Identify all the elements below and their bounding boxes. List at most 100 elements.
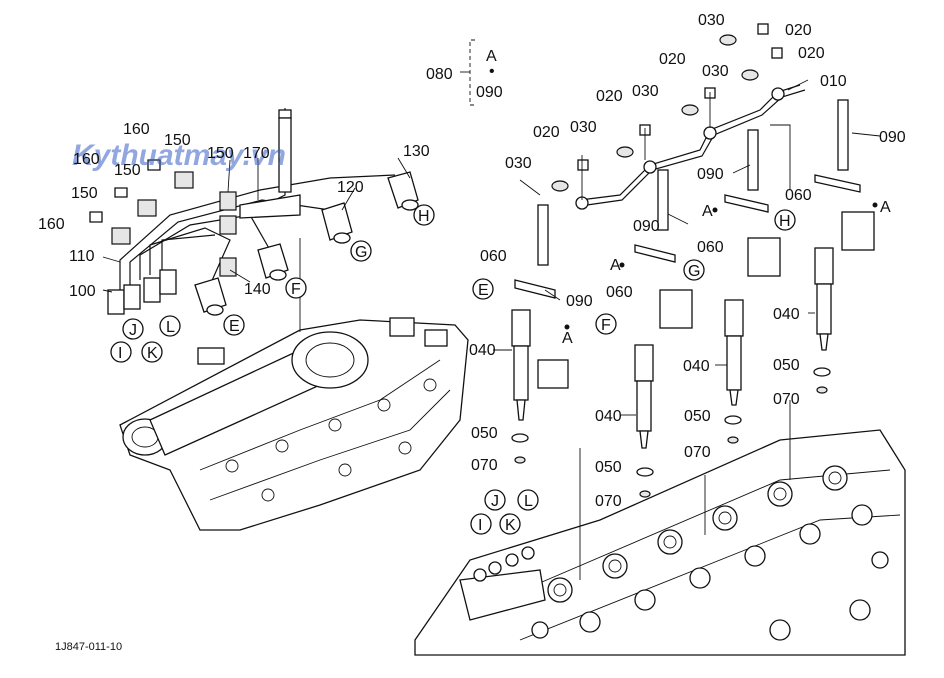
marker-a: A: [562, 330, 573, 347]
part-label: 070: [471, 457, 498, 474]
svg-text:G: G: [688, 263, 700, 280]
svg-text:E: E: [229, 318, 240, 335]
part-label: 120: [337, 179, 364, 196]
svg-text:I: I: [118, 345, 122, 362]
intake-manifold: [119, 317, 469, 531]
ref-circle: J: [484, 489, 506, 511]
part-label: 050: [684, 408, 711, 425]
part-label: 040: [683, 358, 710, 375]
part-label: 140: [244, 281, 271, 298]
plug-terminals: [107, 171, 419, 316]
part-label: 020: [659, 51, 686, 68]
svg-text:J: J: [129, 322, 137, 339]
ref-circle: E: [223, 314, 245, 336]
part-label: 160: [123, 121, 150, 138]
ref-circle: G: [683, 259, 705, 281]
part-label: 150: [207, 145, 234, 162]
part-label: 090: [697, 166, 724, 183]
part-label: 030: [570, 119, 597, 136]
part-label: 170: [243, 145, 270, 162]
ref-circle: K: [499, 513, 521, 535]
part-label: 030: [505, 155, 532, 172]
part-label: 100: [69, 283, 96, 300]
part-label: 060: [785, 187, 812, 204]
part-label: 050: [595, 459, 622, 476]
legend-bracket: [460, 39, 475, 106]
drawing-number: 1J847-011-10: [55, 641, 122, 653]
part-label: 130: [403, 143, 430, 160]
part-label: 020: [785, 22, 812, 39]
part-label: 020: [798, 45, 825, 62]
ref-circle: H: [413, 204, 435, 226]
svg-text:L: L: [524, 493, 533, 510]
part-label: 110: [69, 248, 95, 265]
part-label: 020: [533, 124, 560, 141]
part-label: 090: [633, 218, 660, 235]
a-markers-text: A A A A: [562, 199, 891, 347]
part-label: 030: [632, 83, 659, 100]
svg-text:E: E: [478, 282, 489, 299]
ref-circle: I: [470, 513, 492, 535]
ref-circle: G: [350, 240, 372, 262]
svg-text:L: L: [166, 319, 175, 336]
part-label: 150: [114, 162, 141, 179]
circled-refs: H G F E I J K L E F G H I J K L: [110, 204, 796, 535]
svg-text:F: F: [601, 317, 611, 334]
part-label: 070: [684, 444, 711, 461]
part-label: 030: [698, 12, 725, 29]
ref-circle: J: [122, 318, 144, 340]
svg-text:J: J: [491, 493, 499, 510]
part-label: 090: [566, 293, 593, 310]
part-label: 040: [469, 342, 496, 359]
connection-markers: [564, 202, 878, 330]
watermark: Kythuatmay.vn: [72, 139, 286, 172]
part-label: 060: [606, 284, 633, 301]
part-label: 060: [697, 239, 724, 256]
legend-top: A: [486, 48, 497, 65]
part-label: 070: [773, 391, 800, 408]
glow-plug-lead-harness: [119, 108, 396, 290]
ref-circle: I: [110, 341, 132, 363]
glow-plug-connector-bar: [575, 84, 806, 210]
part-label: 150: [164, 132, 191, 149]
part-label: 060: [480, 248, 507, 265]
part-label: 020: [596, 88, 623, 105]
ref-circle: H: [774, 209, 796, 231]
marker-a: A: [610, 257, 621, 274]
part-label: 040: [773, 306, 800, 323]
part-labels-left: 160 150 160 150 150 170 130 150 120 160 …: [38, 121, 430, 300]
ref-circle: E: [472, 278, 494, 300]
svg-text:K: K: [505, 517, 516, 534]
svg-text:G: G: [355, 244, 367, 261]
ref-circle: K: [141, 341, 163, 363]
marker-a: A: [880, 199, 891, 216]
svg-text:F: F: [291, 281, 301, 298]
svg-text:H: H: [418, 208, 430, 225]
cylinder-head: [414, 429, 906, 656]
part-label: 050: [471, 425, 498, 442]
part-label: 070: [595, 493, 622, 510]
leader-lines-right: [493, 79, 881, 580]
legend-bottom: 090: [476, 84, 503, 101]
part-label: 030: [702, 63, 729, 80]
ref-circle: L: [517, 489, 539, 511]
part-label: 040: [595, 408, 622, 425]
svg-text:H: H: [779, 213, 791, 230]
part-labels-right: 030 020 020 030 020 010 020 030 020 030 …: [469, 12, 906, 510]
marker-a: A: [702, 203, 713, 220]
part-label: 150: [71, 185, 98, 202]
ref-circle: F: [595, 313, 617, 335]
ref-circle: F: [285, 277, 307, 299]
part-label: 160: [38, 216, 65, 233]
svg-text:I: I: [478, 517, 482, 534]
part-label: 160: [73, 151, 100, 168]
ref-circle: L: [159, 315, 181, 337]
legend-ref: 080: [426, 66, 453, 83]
legend-dot: •: [489, 63, 495, 80]
part-label: 010: [820, 73, 847, 90]
svg-text:K: K: [147, 345, 158, 362]
legend: 080 A • 090: [426, 48, 503, 101]
part-label: 090: [879, 129, 906, 146]
